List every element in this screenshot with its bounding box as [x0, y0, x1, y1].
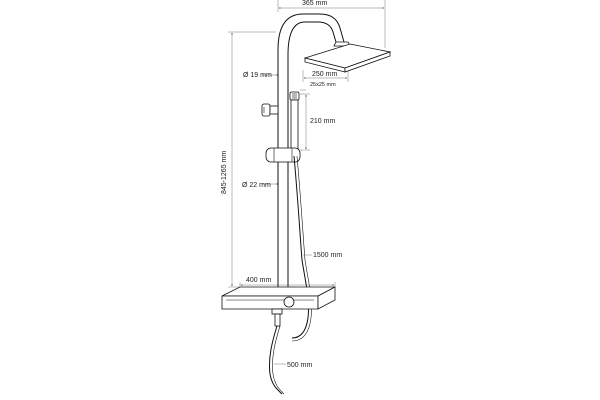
- inlet-hose: [269, 313, 285, 395]
- dim-handset-size: 25x25 mm: [300, 82, 336, 91]
- wall-bracket-upper: [261, 103, 279, 117]
- dim-head-diameter: Ø 19 mm: [243, 72, 279, 79]
- shower-hose: [291, 155, 312, 342]
- dim-shelf-width: 400 mm: [239, 277, 336, 287]
- dim-width-top: 365 mm: [277, 0, 386, 48]
- dim-head-width: 250 mm: [302, 70, 349, 82]
- label-hose-length: 1500 mm: [313, 252, 342, 259]
- label-inlet-length: 500 mm: [287, 362, 312, 369]
- riser-pipe: [277, 50, 289, 298]
- label-head-width: 250 mm: [312, 71, 337, 78]
- label-head-diameter: Ø 19 mm: [243, 72, 272, 79]
- shower-arm: [277, 13, 345, 56]
- dim-inlet-length: 500 mm: [274, 362, 312, 369]
- label-shelf-width: 400 mm: [246, 277, 271, 284]
- dim-handset-length: 210 mm: [300, 93, 335, 151]
- dim-hose-length: 1500 mm: [303, 252, 342, 259]
- rain-shower-head: [303, 41, 392, 73]
- label-riser-diameter: Ø 22 mm: [242, 182, 271, 189]
- hand-shower: [289, 91, 300, 157]
- thermostatic-shelf: [221, 286, 336, 315]
- label-height-range: 845-1265 mm: [221, 151, 228, 194]
- label-handset-size: 25x25 mm: [310, 82, 336, 88]
- label-width-top: 365 mm: [302, 0, 327, 7]
- label-handset-length: 210 mm: [310, 118, 335, 125]
- dim-height-range: 845-1265 mm: [221, 31, 276, 288]
- sliding-holder: [265, 147, 301, 163]
- dim-riser-diameter: Ø 22 mm: [242, 182, 279, 189]
